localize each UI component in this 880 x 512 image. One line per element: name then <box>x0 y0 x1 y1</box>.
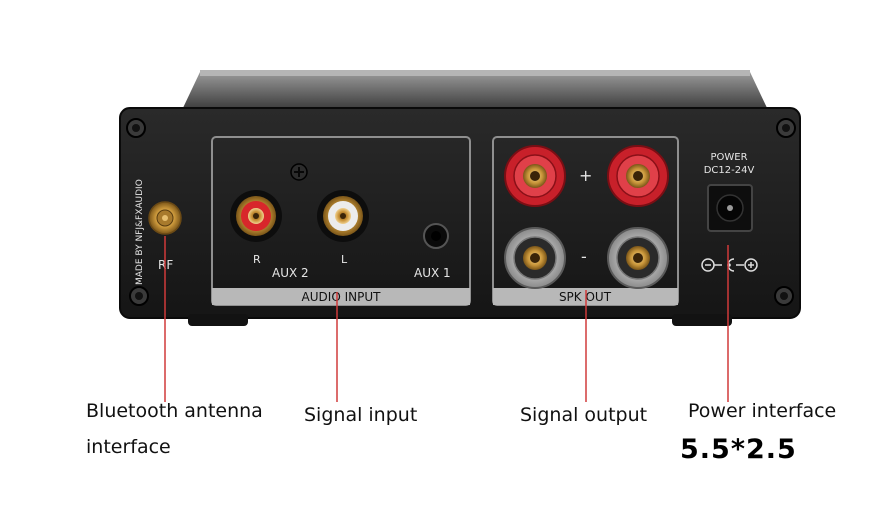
rear-panel <box>119 107 801 319</box>
chassis-top-edge <box>200 70 750 76</box>
channel-r-label: R <box>253 253 261 266</box>
foot-right <box>672 314 732 326</box>
binding-post-black-icon <box>607 227 669 289</box>
rca-jack-white-icon <box>317 190 369 242</box>
minus-label: - <box>581 247 587 266</box>
rf-connector-icon <box>148 201 182 235</box>
chassis-top <box>182 72 768 110</box>
binding-post-black-icon <box>504 227 566 289</box>
callout-power-interface: Power interface <box>688 400 837 422</box>
channel-l-label: L <box>341 253 348 266</box>
screw-icon <box>776 118 796 138</box>
aux1-label: AUX 1 <box>414 266 451 280</box>
audio-input-strip <box>212 288 470 305</box>
aux2-label: AUX 2 <box>272 266 309 280</box>
screw-icon <box>774 286 794 306</box>
callout-power-size: 5.5*2.5 <box>680 434 797 465</box>
aux1-jack-icon <box>423 223 449 249</box>
screw-icon <box>129 286 149 306</box>
audio-input-label: AUDIO INPUT <box>302 290 382 304</box>
power-label: POWER <box>710 152 747 163</box>
callout-bluetooth-line2: interface <box>86 436 171 458</box>
power-voltage-label: DC12-24V <box>704 165 755 176</box>
screw-icon <box>290 163 308 181</box>
binding-post-red-icon <box>607 145 669 207</box>
binding-post-red-icon <box>504 145 566 207</box>
callout-signal-input: Signal input <box>304 404 418 426</box>
polarity-symbol-icon <box>701 258 758 272</box>
rca-jack-red-icon <box>230 190 282 242</box>
callout-signal-output: Signal output <box>520 404 648 426</box>
foot-left <box>188 314 248 326</box>
callout-bluetooth-line1: Bluetooth antenna <box>86 400 263 422</box>
screw-icon <box>126 118 146 138</box>
brand-vertical-text: MADE BY NFJ&FXAUDIO <box>135 179 145 285</box>
plus-label: + <box>579 166 592 185</box>
dc-jack-icon <box>707 184 753 232</box>
